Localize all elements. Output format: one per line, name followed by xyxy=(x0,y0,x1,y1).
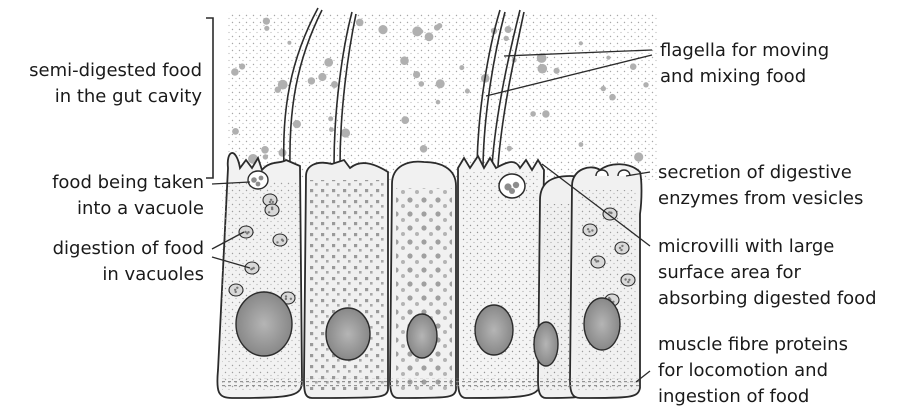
label-flagella-line-2: and mixing food xyxy=(660,64,829,90)
food-particle xyxy=(231,68,239,76)
food-particle xyxy=(329,127,334,132)
label-food-vacuole: food being taken into a vacuole xyxy=(52,170,204,222)
label-digestion-line-1: digestion of food xyxy=(53,236,204,262)
food-particle xyxy=(324,58,333,67)
digestion-vacuole xyxy=(273,234,287,246)
food-particle xyxy=(579,142,584,147)
label-secretion-line-1: secretion of digestive xyxy=(658,160,863,186)
food-particle xyxy=(412,26,422,36)
epithelial-cells xyxy=(217,153,641,398)
food-particle xyxy=(606,56,610,60)
label-muscle: muscle fibre proteins for locomotion and… xyxy=(658,332,848,410)
food-particle xyxy=(264,26,269,31)
food-particle xyxy=(505,26,512,33)
label-gut-cavity-line-1: semi-digested food xyxy=(29,58,202,84)
label-flagella: flagella for moving and mixing food xyxy=(660,38,829,90)
food-particle xyxy=(630,63,637,70)
gut-cavity-food xyxy=(228,12,658,180)
food-particle xyxy=(275,87,281,93)
food-particle xyxy=(434,25,440,31)
food-particle xyxy=(419,81,425,87)
label-microvilli-line-3: absorbing digested food xyxy=(658,286,877,312)
digestion-vacuole xyxy=(583,224,597,236)
label-muscle-line-1: muscle fibre proteins xyxy=(658,332,848,358)
food-particle xyxy=(331,81,338,88)
food-particle xyxy=(643,82,648,87)
food-particle xyxy=(263,154,268,159)
digestion-vacuole xyxy=(621,274,635,286)
label-flagella-line-1: flagella for moving xyxy=(660,38,829,64)
food-particle xyxy=(459,65,464,70)
food-particle xyxy=(538,64,548,74)
food-particle xyxy=(239,63,245,69)
food-particle xyxy=(341,128,350,137)
food-particle xyxy=(542,110,549,117)
label-microvilli-line-1: microvilli with large xyxy=(658,234,877,260)
food-particle xyxy=(279,149,287,157)
food-particle xyxy=(287,41,291,45)
muscle-fibre-band xyxy=(220,378,640,388)
food-particle xyxy=(232,128,239,135)
food-particle xyxy=(436,100,441,105)
label-microvilli: microvilli with large surface area for a… xyxy=(658,234,877,312)
label-secretion: secretion of digestive enzymes from vesi… xyxy=(658,160,863,212)
label-gut-cavity-line-2: in the gut cavity xyxy=(29,84,202,110)
label-microvilli-line-2: surface area for xyxy=(658,260,877,286)
food-particle xyxy=(425,32,434,41)
food-particle xyxy=(504,36,509,41)
digestion-vacuole xyxy=(245,262,259,274)
food-particle xyxy=(308,77,315,84)
digestion-vacuole xyxy=(591,256,605,268)
food-particle xyxy=(609,94,616,101)
label-muscle-line-2: for locomotion and xyxy=(658,358,848,384)
food-particle xyxy=(263,18,270,25)
food-particle xyxy=(328,116,333,121)
digestion-vacuole xyxy=(239,226,253,238)
food-particle xyxy=(420,145,428,153)
food-particle xyxy=(465,89,470,94)
food-particle xyxy=(356,19,364,27)
food-particle xyxy=(293,120,301,128)
food-particle xyxy=(378,25,387,34)
food-particle xyxy=(634,152,643,161)
label-gut-cavity: semi-digested food in the gut cavity xyxy=(29,58,202,110)
label-food-vacuole-line-1: food being taken xyxy=(52,170,204,196)
gut-cavity-bracket xyxy=(206,18,213,178)
food-particle xyxy=(554,68,560,74)
label-digestion-line-2: in vacuoles xyxy=(53,262,204,288)
label-food-vacuole-line-2: into a vacuole xyxy=(52,196,204,222)
label-muscle-line-3: ingestion of food xyxy=(658,384,848,410)
food-particle xyxy=(400,56,409,65)
food-particle xyxy=(413,71,420,78)
digestion-vacuole xyxy=(603,208,617,220)
label-digestion: digestion of food in vacuoles xyxy=(53,236,204,288)
food-particle xyxy=(436,79,445,88)
food-particle xyxy=(507,146,512,151)
food-particle xyxy=(579,41,583,45)
digestion-vacuole xyxy=(229,284,243,296)
food-particle xyxy=(261,146,269,154)
food-particle xyxy=(530,111,536,117)
food-particle xyxy=(601,86,606,91)
digestion-vacuole xyxy=(615,242,629,254)
digestion-vacuole xyxy=(265,204,279,216)
food-particle xyxy=(318,73,326,81)
label-secretion-line-2: enzymes from vesicles xyxy=(658,186,863,212)
food-particle xyxy=(401,116,409,124)
